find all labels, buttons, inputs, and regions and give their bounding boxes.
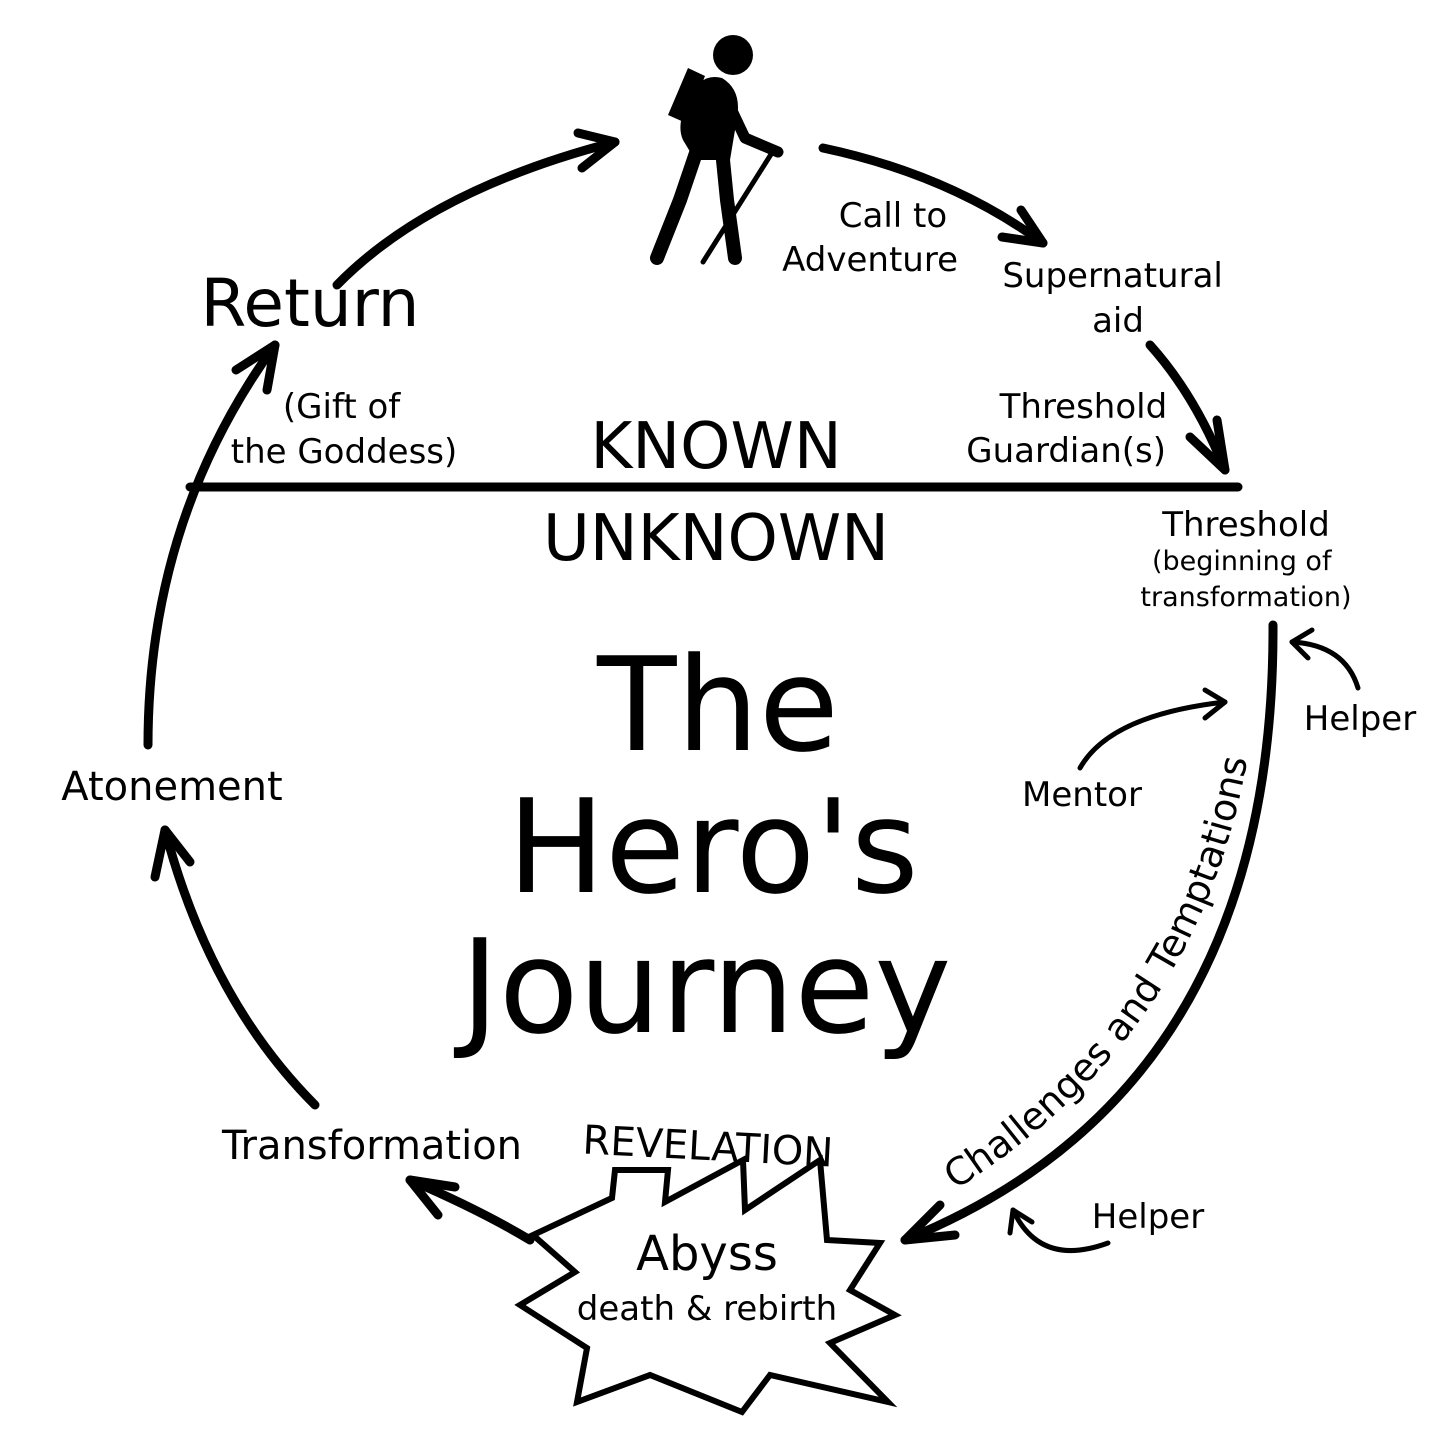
transformation-label: Transformation: [221, 1123, 522, 1169]
helper-upper-arrow: [1289, 639, 1361, 691]
call-to-adventure-label: Call to Adventure: [782, 196, 958, 280]
arrow-head: [150, 825, 195, 882]
diagram-title-line-3: Journey: [454, 911, 952, 1063]
arrow-abyss-to-transformation: [405, 1175, 535, 1245]
helper-lower-arrow: [1010, 1207, 1111, 1253]
arrow-head: [231, 340, 280, 395]
arrow-call-to-aid: [818, 143, 1048, 248]
unknown-label: UNKNOWN: [543, 502, 889, 576]
abyss-starburst: [514, 1154, 902, 1416]
atonement-label: Atonement: [61, 764, 282, 810]
abyss-note: death & rebirth: [577, 1289, 837, 1329]
threshold-guardians-label: Threshold Guardian(s): [966, 387, 1178, 471]
supernatural-aid-label: Supernatural aid: [1002, 256, 1233, 341]
gift-of-goddess-label: (Gift of the Goddess): [231, 387, 458, 472]
arrow-head: [1007, 1207, 1035, 1236]
arrow-head: [1185, 415, 1230, 475]
abyss-label: Abyss: [636, 1226, 778, 1282]
mentor-label: Mentor: [1022, 775, 1142, 815]
arrow-head: [405, 1175, 460, 1220]
challenges-label: Challenges and Temptations: [936, 752, 1256, 1197]
threshold-label: Threshold: [1161, 505, 1330, 545]
arrow-challenges: [900, 620, 1278, 1245]
diagram-title-line-1: The: [596, 629, 839, 781]
arrow-atonement-to-return: [143, 340, 280, 750]
cycle-arrows: [143, 128, 1278, 1245]
arrow-transformation-to-atonement: [160, 825, 320, 1110]
arrow-return-to-start: [332, 137, 620, 290]
arrow-head: [997, 205, 1048, 248]
arrow-head: [900, 1200, 960, 1245]
arrow-head: [1289, 627, 1315, 661]
arrow-head: [1202, 687, 1228, 721]
arrow-head: [573, 128, 620, 173]
known-label: KNOWN: [590, 410, 841, 484]
threshold-note: (beginning of transformation): [1140, 546, 1351, 613]
diagram-title-line-2: Hero's: [507, 771, 918, 923]
mentor-arrow: [1077, 699, 1228, 771]
helper-upper-label: Helper: [1304, 699, 1416, 739]
return-label: Return: [200, 265, 419, 342]
helper-lower-label: Helper: [1092, 1197, 1204, 1237]
hiker-icon: [650, 35, 784, 265]
